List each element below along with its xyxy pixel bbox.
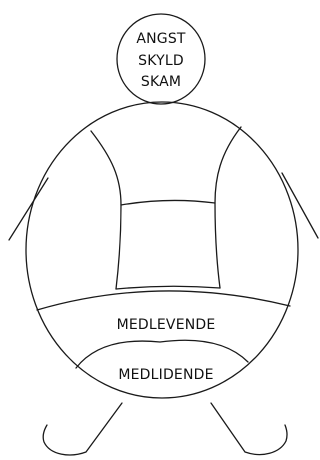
upper-band-top xyxy=(37,291,290,310)
lower-band-top xyxy=(76,340,248,368)
body: MEDLEVENDE MEDLIDENDE xyxy=(26,102,298,398)
inner-bottom-edge xyxy=(116,286,220,289)
right-inner-curve xyxy=(215,127,241,288)
right-arm xyxy=(282,173,318,238)
left-arm xyxy=(9,178,48,240)
inner-top-edge xyxy=(121,200,215,205)
head: ANGST SKYLD SKAM xyxy=(117,14,205,104)
left-inner-curve xyxy=(91,131,121,289)
lower-band-label: MEDLIDENDE xyxy=(118,367,213,383)
body-outline xyxy=(26,102,298,398)
left-leg xyxy=(43,403,122,455)
head-line-2: SKYLD xyxy=(138,53,184,69)
head-line-3: SKAM xyxy=(141,74,181,90)
upper-band-label: MEDLEVENDE xyxy=(117,317,216,333)
right-leg xyxy=(211,403,287,455)
arms xyxy=(9,173,318,240)
legs xyxy=(43,403,287,455)
head-line-1: ANGST xyxy=(136,31,186,47)
